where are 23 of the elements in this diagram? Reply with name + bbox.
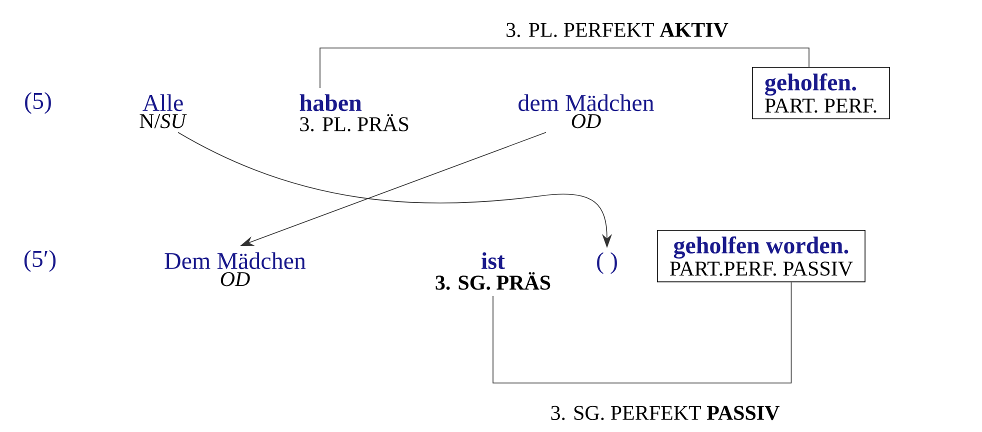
edge-label: 3. PL. PERFEKT AKTIV [506, 22, 728, 38]
example-number: (5′) [24, 250, 56, 272]
word-text: dem Mädchen [518, 94, 654, 112]
example-number: (5) [25, 92, 51, 114]
gloss-text: PART. PERF. [765, 98, 876, 113]
gloss-text: N/SU [140, 114, 187, 128]
gloss-text: 3. PL. PRÄS [300, 114, 408, 132]
word-text: Dem Mädchen [164, 252, 306, 270]
bracket-line [320, 48, 810, 88]
word-text: geholfen worden. [674, 236, 848, 259]
word-text: ist [482, 252, 505, 270]
edge-label: 3. SG. PERFEKT PASSIV [551, 406, 780, 420]
gloss-text: OD [572, 114, 601, 128]
gloss-text: PART.PERF. PASSIV [670, 262, 853, 276]
text-box [752, 67, 890, 120]
bracket-line [492, 282, 792, 384]
word-text: Alle [142, 94, 183, 112]
word-text: haben [300, 94, 362, 112]
gloss-text: 3. SG. PRÄS [436, 272, 550, 290]
text-box [657, 230, 866, 282]
gloss-text: OD [220, 272, 250, 286]
word-text: geholfen. [765, 73, 856, 96]
word-text: ( ) [597, 252, 617, 274]
